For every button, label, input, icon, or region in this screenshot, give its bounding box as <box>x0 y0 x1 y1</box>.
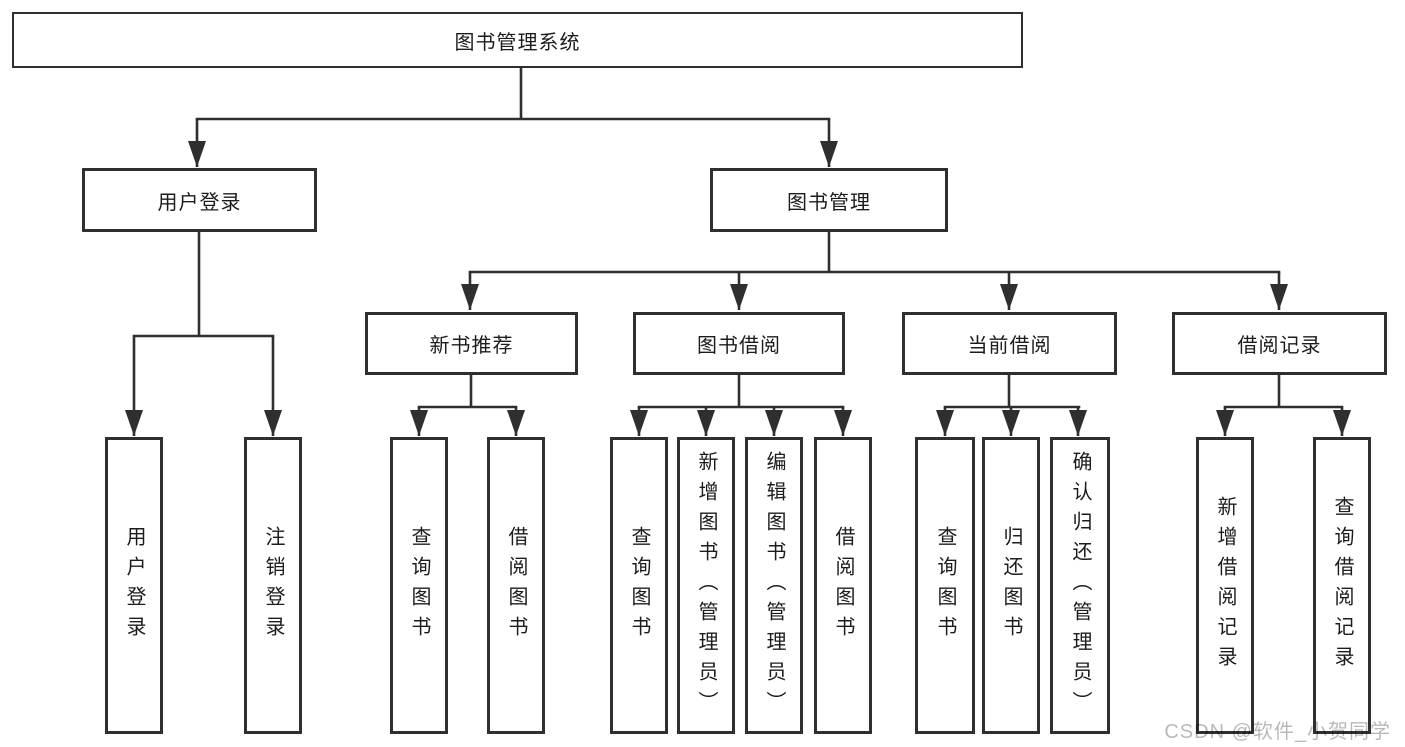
node-current-borrow: 当前借阅 <box>902 312 1117 375</box>
leaf-return-books: 归还图书 <box>982 437 1040 734</box>
leaf-query-books-borrow: 查询图书 <box>610 437 668 734</box>
node-label: 编辑图书（管理员） <box>763 450 785 721</box>
node-label: 新增图书（管理员） <box>695 450 717 721</box>
leaf-borrow-books: 借阅图书 <box>814 437 872 734</box>
leaf-user-login: 用户登录 <box>105 437 163 734</box>
node-label: 当前借阅 <box>967 335 1052 357</box>
leaf-add-books-admin: 新增图书（管理员） <box>677 437 735 734</box>
node-book-borrow: 图书借阅 <box>633 312 845 375</box>
node-label: 新书推荐 <box>429 335 514 357</box>
leaf-confirm-return-admin: 确认归还（管理员） <box>1050 437 1110 734</box>
node-borrow-records: 借阅记录 <box>1172 312 1387 375</box>
leaf-query-books-recommend: 查询图书 <box>390 437 448 734</box>
node-library-system: 图书管理系统 <box>12 12 1023 68</box>
leaf-borrow-books-recommend: 借阅图书 <box>487 437 545 734</box>
node-label: 查询借阅记录 <box>1331 495 1353 676</box>
node-label: 确认归还（管理员） <box>1069 450 1091 721</box>
node-label: 查询图书 <box>408 525 430 646</box>
node-book-management: 图书管理 <box>710 168 948 232</box>
node-label: 图书借阅 <box>697 335 781 357</box>
leaf-query-books-current: 查询图书 <box>915 437 975 734</box>
node-new-book-recommend: 新书推荐 <box>365 312 578 375</box>
node-label: 图书管理 <box>787 191 871 214</box>
node-label: 图书管理系统 <box>454 31 581 54</box>
leaf-query-borrow-record: 查询借阅记录 <box>1313 437 1371 734</box>
node-label: 借阅记录 <box>1237 335 1322 357</box>
node-label: 借阅图书 <box>832 525 854 646</box>
node-label: 归还图书 <box>1000 525 1022 646</box>
node-label: 用户登录 <box>123 525 145 646</box>
node-label: 借阅图书 <box>505 525 527 646</box>
leaf-edit-books-admin: 编辑图书（管理员） <box>745 437 803 734</box>
node-user-login: 用户登录 <box>82 168 317 232</box>
csdn-watermark: CSDN @软件_小贺同学 <box>1164 721 1391 743</box>
node-label: 用户登录 <box>157 191 242 214</box>
node-label: 查询图书 <box>628 525 650 646</box>
leaf-logout: 注销登录 <box>244 437 302 734</box>
node-label: 注销登录 <box>262 525 284 646</box>
node-label: 查询图书 <box>934 525 956 646</box>
leaf-add-borrow-record: 新增借阅记录 <box>1196 437 1254 734</box>
node-label: 新增借阅记录 <box>1214 495 1236 676</box>
